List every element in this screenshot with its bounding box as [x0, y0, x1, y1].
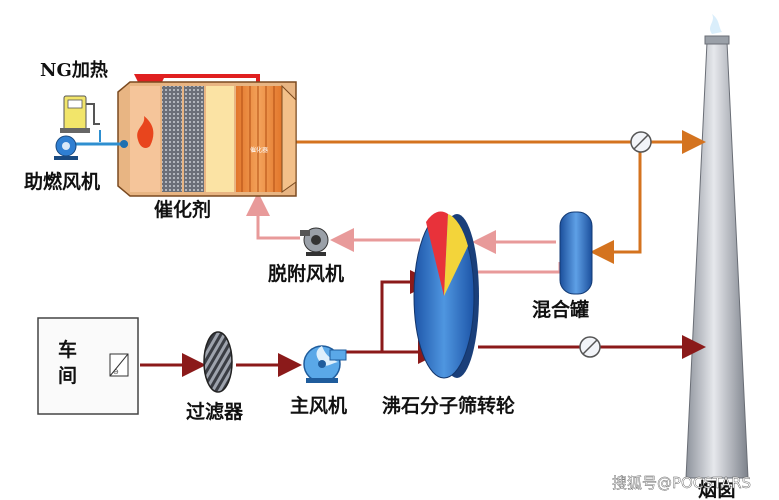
workshop-box: ⊖: [37, 317, 139, 415]
catalyst-unit: 催化器: [117, 81, 297, 197]
valve-upper: [630, 131, 652, 153]
smoke-icon: [710, 14, 722, 34]
catalyst-chamber: [236, 86, 282, 192]
zeolite-rotor: [413, 211, 479, 379]
catalyst-chamber-tag: 催化器: [250, 146, 268, 154]
desorption-zone: [426, 211, 448, 296]
cooling-zone: [444, 214, 468, 296]
rotor-to-tank-line: [478, 262, 562, 274]
burner-fan-icon: [54, 135, 78, 160]
catalyst-bed-1: [162, 86, 182, 192]
burner-fan-label: 助燃风机: [24, 170, 100, 193]
flame-icon: [137, 116, 154, 148]
workshop-label-line1: 车: [58, 338, 77, 361]
chimney-label: 烟囱: [698, 478, 736, 500]
exhaust-outlet-icon: ⊖: [113, 368, 119, 376]
main-fan-icon: [303, 345, 347, 383]
ng-heating-label: NG加热: [40, 59, 108, 81]
watermark: 搜狐号@POCSTARS: [612, 474, 751, 492]
mixing-tank: [559, 211, 593, 295]
desorption-fan-label: 脱附风机: [268, 262, 344, 285]
filter-label: 过滤器: [186, 401, 244, 423]
mixing-tank-label: 混合罐: [532, 298, 589, 321]
gas-pump-icon: [60, 95, 100, 133]
heat-exchanger: [206, 86, 234, 192]
fan-to-catalyst-line: [246, 192, 300, 240]
main-fan-label: 主风机: [290, 395, 347, 417]
filter-unit: [203, 331, 233, 393]
burner-nozzle: [120, 140, 128, 148]
fan-to-rotor-upper-line: [380, 270, 434, 352]
zeolite-rotor-label: 沸石分子筛转轮: [382, 394, 515, 417]
chimney: [685, 14, 749, 479]
mixing-branch-line: [590, 142, 642, 264]
desorption-fan-icon: [300, 227, 329, 256]
catalyst-label: 催化剂: [154, 198, 211, 221]
valve-lower: [579, 336, 601, 358]
catalyst-bed-2: [184, 86, 204, 192]
workshop-label-line2: 间: [58, 365, 77, 387]
